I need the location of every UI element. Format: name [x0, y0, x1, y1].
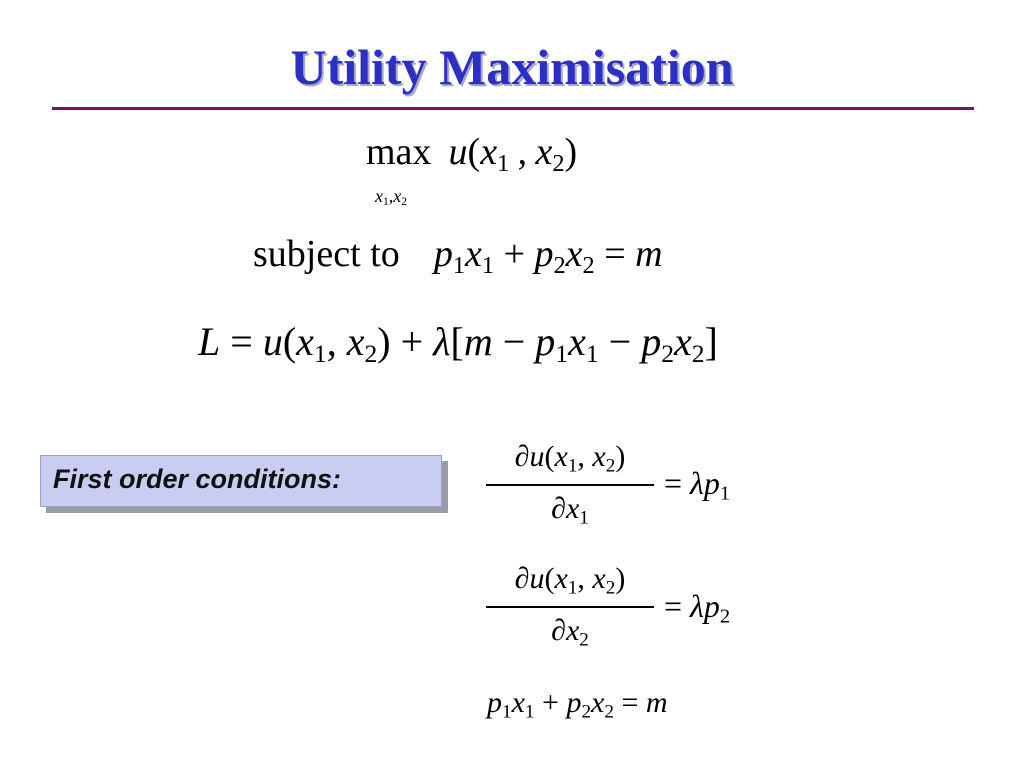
foc-label: First order conditions:: [53, 464, 342, 494]
slide-title: Utility Maximisation: [290, 39, 734, 95]
foc-rhs-1: = λp1: [664, 465, 731, 505]
subject-to-text: subject to: [253, 233, 400, 275]
max-subscript: x1,x2: [375, 186, 408, 209]
foc-fraction-2: ∂u(x1, x2) ∂x2: [486, 562, 654, 651]
budget-equation: p1x1 + p2x2 = m: [487, 686, 668, 723]
foc-fraction-1: ∂u(x1, x2) ∂x1: [486, 440, 654, 529]
foc-rhs-2: = λp2: [664, 588, 731, 628]
lagrangian-equation: L = u(x1, x2) + λ[m − p1x1 − p2x2]: [198, 319, 718, 369]
title-divider: [52, 107, 974, 110]
foc-label-box: First order conditions:: [40, 455, 442, 507]
